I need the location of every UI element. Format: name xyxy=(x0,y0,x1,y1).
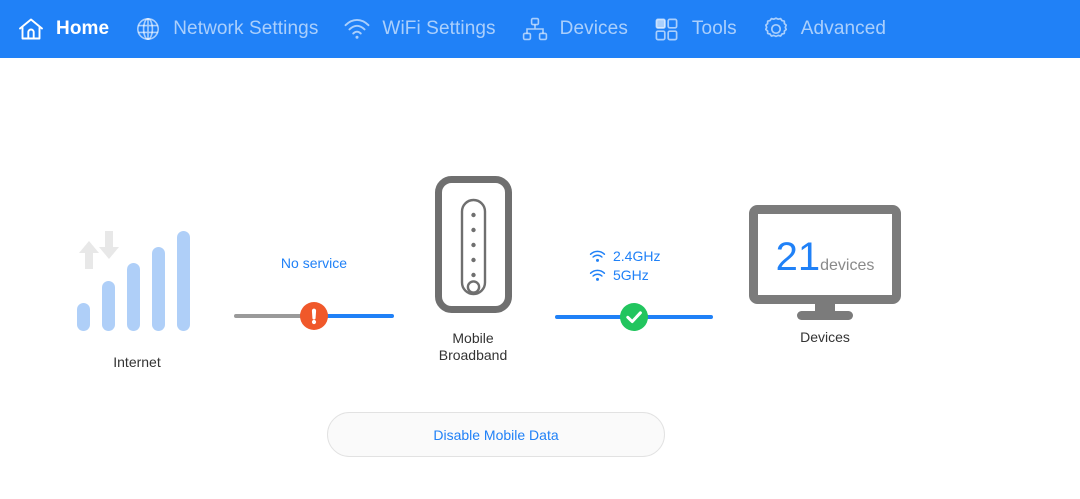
gear-icon xyxy=(759,12,793,46)
wifi-band-row: 5GHz xyxy=(588,267,660,284)
nav-item-devices[interactable]: Devices xyxy=(518,0,650,58)
nav-item-wifi-settings[interactable]: WiFi Settings xyxy=(340,0,517,58)
check-icon xyxy=(620,303,648,331)
device-count-unit: devices xyxy=(820,257,875,274)
wifi-band-label: 2.4GHz xyxy=(613,248,661,264)
network-icon xyxy=(518,12,552,46)
nav-item-advanced[interactable]: Advanced xyxy=(759,0,908,58)
globe-icon xyxy=(131,12,165,46)
wifi-icon xyxy=(588,249,606,264)
nav-item-home[interactable]: Home xyxy=(14,0,131,58)
signal-bars-icon xyxy=(57,213,217,348)
link-internet-status-text: No service xyxy=(280,255,348,271)
nav-item-home-label: Home xyxy=(56,18,110,39)
topology-node-internet[interactable]: Internet xyxy=(57,213,217,371)
nav-item-advanced-label: Advanced xyxy=(800,18,887,39)
wifi-icon xyxy=(340,12,374,46)
nav-item-wifi-settings-label: WiFi Settings xyxy=(382,18,496,39)
network-topology-diagram: Internet No service xyxy=(0,58,1080,499)
nav-item-network-settings-label: Network Settings xyxy=(173,18,319,39)
disable-mobile-data-button[interactable]: Disable Mobile Data xyxy=(327,412,665,457)
top-navigation-bar: Home Network Settings WiFi Settings xyxy=(0,0,1080,58)
wifi-band-list: 2.4GHz 5GHz xyxy=(588,248,660,286)
home-icon xyxy=(14,12,48,46)
router-icon xyxy=(413,174,533,324)
topology-node-devices[interactable]: 21 devices Devices xyxy=(745,203,905,346)
topology-node-router[interactable]: Mobile Broadband xyxy=(413,174,533,364)
exclamation-icon xyxy=(300,302,328,330)
wifi-band-label: 5GHz xyxy=(613,267,649,283)
link-internet-left-segment xyxy=(234,314,316,318)
nav-item-devices-label: Devices xyxy=(559,18,628,39)
router-label-line-2: Broadband xyxy=(438,347,508,363)
monitor-icon: 21 devices xyxy=(745,203,905,333)
nav-item-tools-label: Tools xyxy=(691,18,737,39)
nav-item-network-settings[interactable]: Network Settings xyxy=(131,0,340,58)
link-internet-right-segment xyxy=(312,314,394,318)
wifi-band-row: 2.4GHz xyxy=(588,248,660,265)
topology-node-internet-label: Internet xyxy=(113,354,161,370)
topology-node-devices-label: Devices xyxy=(800,329,850,345)
device-count-value: 21 xyxy=(775,235,821,279)
router-label-line-1: Mobile xyxy=(452,330,494,346)
wifi-icon xyxy=(588,268,606,283)
grid-icon xyxy=(650,12,684,46)
topology-node-router-label: Mobile Broadband xyxy=(413,330,533,364)
nav-item-tools[interactable]: Tools xyxy=(650,0,759,58)
